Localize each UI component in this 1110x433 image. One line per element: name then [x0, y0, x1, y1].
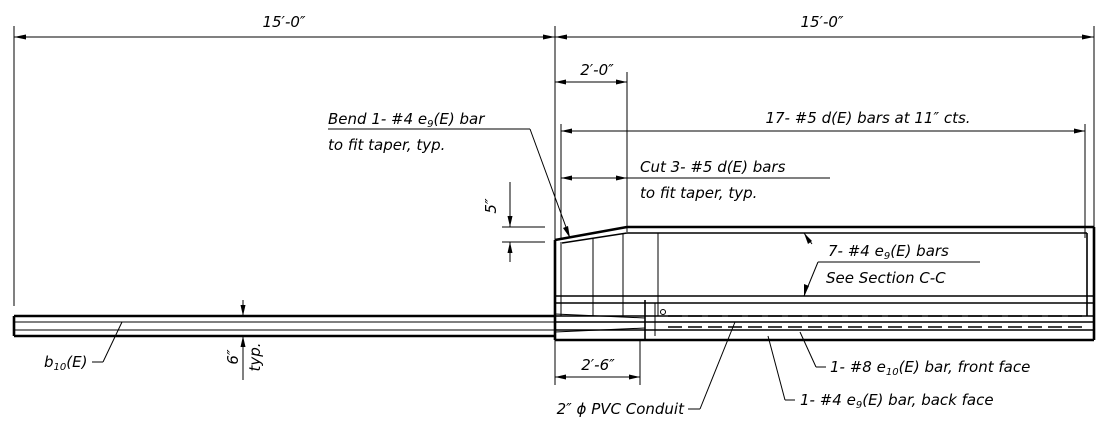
e10-note: 1- #8 e10(E) bar, front face	[799, 331, 1030, 378]
cut-bars-dimension: Cut 3- #5 d(E) bars to fit taper, typ.	[561, 158, 830, 202]
bottom-offset-label: 2′-6″	[581, 356, 615, 374]
e9-bars-note: 7- #4 e9(E) bars See Section C-C	[803, 232, 980, 297]
bend-note-line2: to fit taper, typ.	[328, 136, 445, 154]
back-face-label: 1- #4 e9(E) bar, back face	[800, 391, 994, 411]
cut-note-line2: to fit taper, typ.	[640, 184, 757, 202]
slab-thickness-label: 6″	[224, 349, 242, 365]
back-face-note: 1- #4 e9(E) bar, back face	[767, 335, 994, 411]
b10-note: b10(E)	[44, 321, 123, 373]
right-span-dimension: 15′-0″	[800, 13, 843, 31]
top-offset-label: 2′-0″	[580, 61, 614, 79]
bend-note: Bend 1- #4 e9(E) bar to fit taper, typ.	[328, 110, 571, 239]
conduit-note: 2″ ϕ PVC Conduit	[557, 321, 736, 418]
conduit-label: 2″ ϕ PVC Conduit	[557, 400, 685, 418]
slab-thickness-typ: typ.	[246, 342, 264, 371]
overall-dimension: 15′-0″ 15′-0″	[13, 13, 1095, 306]
left-span-dimension: 15′-0″	[262, 13, 305, 31]
d-bars-dimension: 17- #5 d(E) bars at 11″ cts.	[560, 109, 1086, 238]
bend-note-line1: Bend 1- #4 e9(E) bar	[328, 110, 485, 130]
bottom-offset-dimension: 2′-6″	[554, 340, 641, 385]
e9-bars-count: 7- #4 e9(E) bars	[828, 242, 949, 262]
e10-label: 1- #8 e10(E) bar, front face	[830, 358, 1030, 378]
d-bars-note: 17- #5 d(E) bars at 11″ cts.	[765, 109, 970, 127]
barrier-elevation	[12, 225, 1096, 342]
taper-rise-label: 5″	[482, 198, 500, 214]
taper-dimension: 5″	[482, 182, 545, 262]
b10-label: b10(E)	[44, 353, 87, 373]
slab-thickness-dimension: 6″ typ.	[224, 300, 264, 380]
top-offset-dimension: 2′-0″	[555, 61, 628, 232]
cut-note-line1: Cut 3- #5 d(E) bars	[640, 158, 786, 176]
e9-bars-see: See Section C-C	[826, 269, 946, 287]
